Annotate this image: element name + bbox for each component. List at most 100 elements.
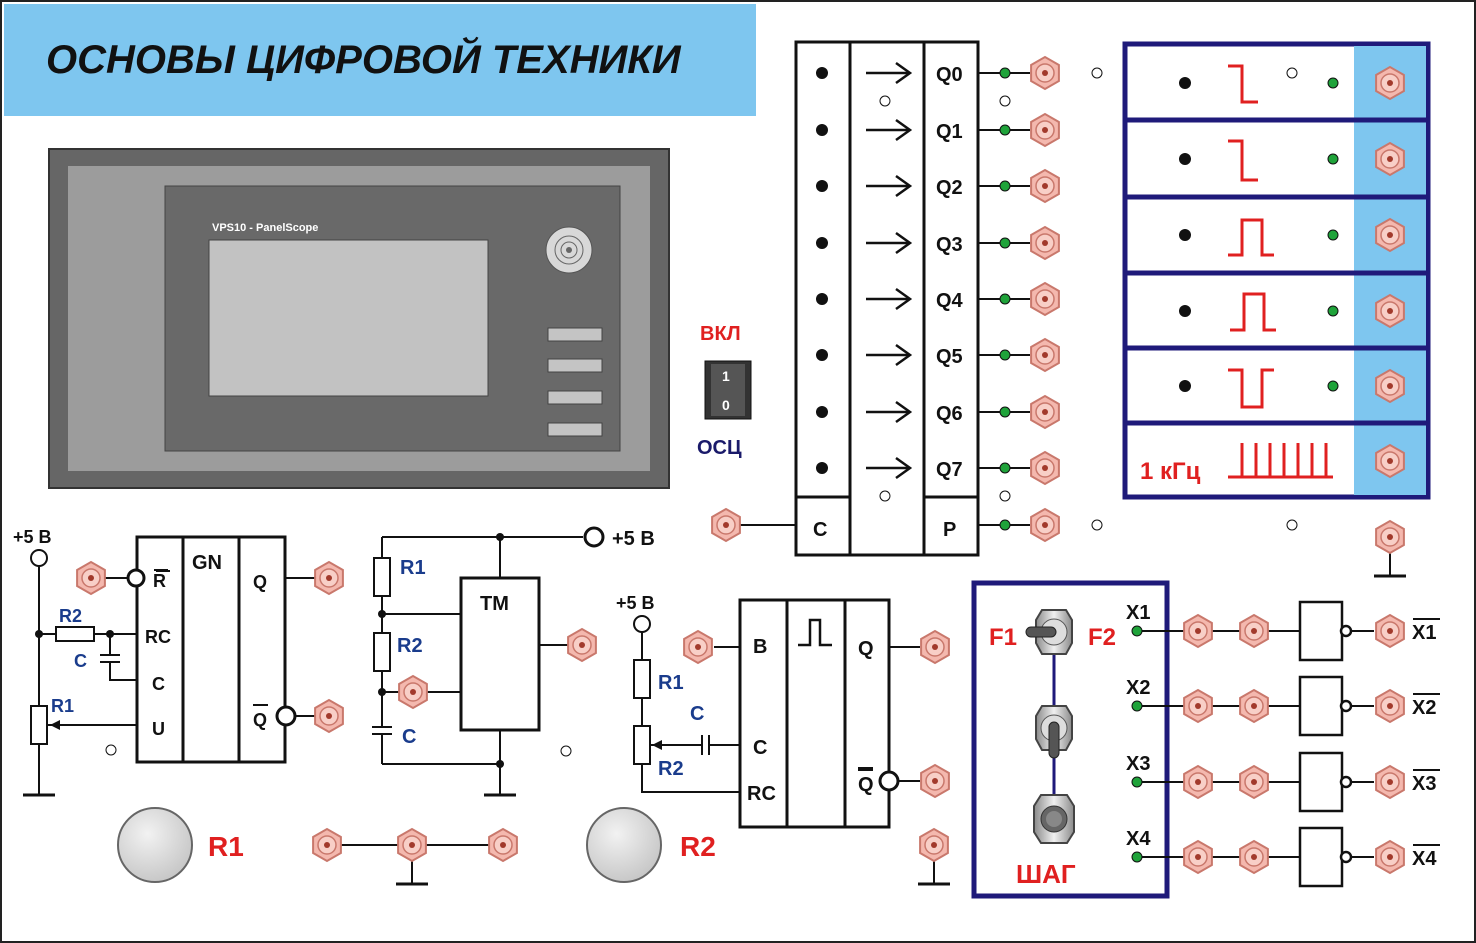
pulse-socket-3[interactable] xyxy=(1375,293,1405,329)
register-input-5[interactable] xyxy=(816,349,828,361)
inverter-output-socket-3[interactable] xyxy=(1375,764,1405,800)
output-socket-q2[interactable] xyxy=(1030,168,1060,204)
p-socket[interactable] xyxy=(1030,507,1060,543)
scope-button-2[interactable] xyxy=(547,358,603,373)
pulse-pin-2[interactable] xyxy=(1327,229,1339,241)
register-input-2[interactable] xyxy=(816,180,828,192)
inverter-socket-b-2[interactable] xyxy=(1239,688,1269,724)
gn-pin-r: R xyxy=(153,571,166,591)
gn-qbar-socket[interactable] xyxy=(314,698,344,734)
inverter-input-pin-1[interactable] xyxy=(1131,625,1143,637)
scope-button-1[interactable] xyxy=(547,327,603,342)
knob-r1-label: R1 xyxy=(208,831,244,862)
inverter-output-label-4: X4 xyxy=(1412,848,1437,870)
tm-title: TM xyxy=(480,593,509,615)
pulse-socket-2[interactable] xyxy=(1375,217,1405,253)
inverter-output-socket-2[interactable] xyxy=(1375,688,1405,724)
output-pin-q0[interactable] xyxy=(999,67,1011,79)
inverter-input-pin-3[interactable] xyxy=(1131,776,1143,788)
pulse-socket-4[interactable] xyxy=(1375,368,1405,404)
gn-pin-c: C xyxy=(152,674,165,694)
ground-mid-socket[interactable] xyxy=(397,827,427,863)
pulse-input-4[interactable] xyxy=(1179,380,1191,392)
freq-socket[interactable] xyxy=(1375,443,1405,479)
register-input-4[interactable] xyxy=(816,293,828,305)
output-socket-q5[interactable] xyxy=(1030,337,1060,373)
output-pin-q4[interactable] xyxy=(999,293,1011,305)
register-input-1[interactable] xyxy=(816,124,828,136)
power-switch: ВКЛ 1 0 ОСЦ xyxy=(697,323,752,459)
inverter-socket-a-2[interactable] xyxy=(1183,688,1213,724)
os-c-label: C xyxy=(690,703,704,725)
output-pin-q2[interactable] xyxy=(999,180,1011,192)
tm-out-socket[interactable] xyxy=(567,627,597,663)
output-socket-q0[interactable] xyxy=(1030,55,1060,91)
register-input-7[interactable] xyxy=(816,462,828,474)
f2-label: F2 xyxy=(1088,624,1116,651)
pulse-input-1[interactable] xyxy=(1179,153,1191,165)
output-pin-q5[interactable] xyxy=(999,349,1011,361)
output-label-q6: Q6 xyxy=(936,403,963,425)
r2-knob[interactable] xyxy=(586,807,662,883)
inverter-input-pin-4[interactable] xyxy=(1131,851,1143,863)
inverter-gate-3 xyxy=(1298,751,1344,813)
ground-os-socket[interactable] xyxy=(919,827,949,863)
f1-f2-toggle[interactable] xyxy=(1025,609,1073,655)
inverter-socket-b-4[interactable] xyxy=(1239,839,1269,875)
output-pin-q6[interactable] xyxy=(999,406,1011,418)
gn-r1-label: R1 xyxy=(51,696,74,716)
gn-r-socket[interactable] xyxy=(76,560,106,596)
output-pin-q3[interactable] xyxy=(999,237,1011,249)
output-pin-q1[interactable] xyxy=(999,124,1011,136)
pulse-pin-3[interactable] xyxy=(1327,305,1339,317)
mode-toggle[interactable] xyxy=(1035,705,1073,759)
gn-q-socket[interactable] xyxy=(314,560,344,596)
step-button[interactable] xyxy=(1033,794,1075,844)
ground-right-socket[interactable] xyxy=(488,827,518,863)
scope-button-3[interactable] xyxy=(547,390,603,405)
pin-p[interactable] xyxy=(999,519,1011,531)
inverter-socket-b-1[interactable] xyxy=(1239,613,1269,649)
register-input-0[interactable] xyxy=(816,67,828,79)
output-socket-q3[interactable] xyxy=(1030,225,1060,261)
inverter-socket-a-4[interactable] xyxy=(1183,839,1213,875)
knobs: R1 R2 xyxy=(117,537,1406,886)
inverter-socket-a-3[interactable] xyxy=(1183,764,1213,800)
inverter-output-socket-4[interactable] xyxy=(1375,839,1405,875)
tm-c-socket[interactable] xyxy=(398,674,428,710)
pulse-input-0[interactable] xyxy=(1179,77,1191,89)
scope-screen xyxy=(208,239,489,397)
os-b-socket[interactable] xyxy=(683,629,713,665)
output-socket-q1[interactable] xyxy=(1030,112,1060,148)
switch-pos-1: 1 xyxy=(722,368,730,384)
os-qbar-socket[interactable] xyxy=(920,763,950,799)
freq-label: 1 кГц xyxy=(1140,458,1201,485)
ground-left-socket[interactable] xyxy=(312,827,342,863)
pulse-input-2[interactable] xyxy=(1179,229,1191,241)
pulse-input-3[interactable] xyxy=(1179,305,1191,317)
output-socket-q4[interactable] xyxy=(1030,281,1060,317)
pulse-pin-4[interactable] xyxy=(1327,380,1339,392)
ground-socket[interactable] xyxy=(1375,519,1405,555)
output-socket-q6[interactable] xyxy=(1030,394,1060,430)
inverter-input-pin-2[interactable] xyxy=(1131,700,1143,712)
pulse-pin-0[interactable] xyxy=(1327,77,1339,89)
clock-socket[interactable] xyxy=(711,507,741,543)
pulse-pin-1[interactable] xyxy=(1327,153,1339,165)
pulse-socket-1[interactable] xyxy=(1375,141,1405,177)
inverter-output-socket-1[interactable] xyxy=(1375,613,1405,649)
output-pin-q7[interactable] xyxy=(999,462,1011,474)
os-q-socket[interactable] xyxy=(920,629,950,665)
inverter-socket-b-3[interactable] xyxy=(1239,764,1269,800)
register-input-3[interactable] xyxy=(816,237,828,249)
scope-button-4[interactable] xyxy=(547,422,603,437)
pulse-socket-0[interactable] xyxy=(1375,65,1405,101)
inverter-gate-1 xyxy=(1298,600,1344,662)
output-socket-q7[interactable] xyxy=(1030,450,1060,486)
inverter-socket-a-1[interactable] xyxy=(1183,613,1213,649)
r1-knob[interactable] xyxy=(117,807,193,883)
register-input-6[interactable] xyxy=(816,406,828,418)
register-clock-label: C xyxy=(813,519,827,541)
